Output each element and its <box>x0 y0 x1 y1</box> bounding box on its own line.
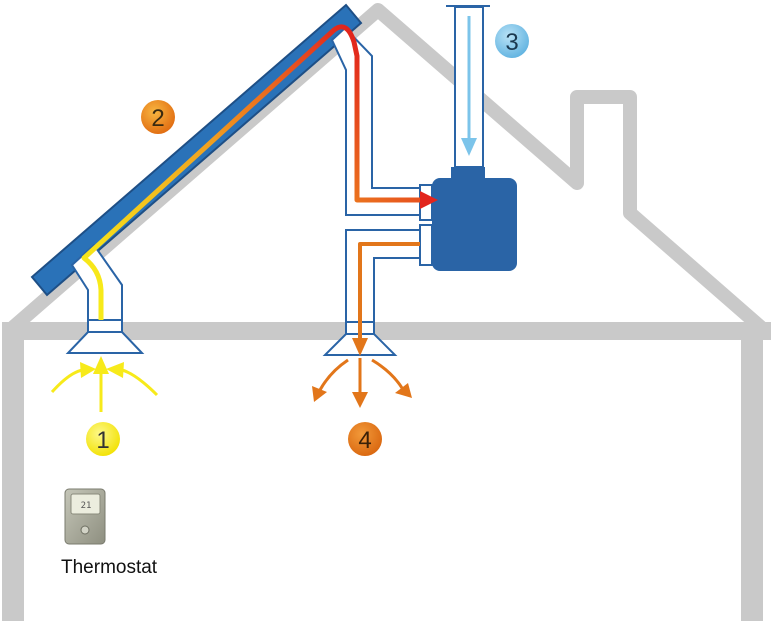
fresh-air-arrowhead <box>461 138 477 156</box>
roof-line <box>5 3 769 336</box>
heated-air-arrowhead <box>420 191 438 209</box>
intake-vent <box>65 331 145 354</box>
thermostat-screen <box>70 493 101 515</box>
panel-airflow-line <box>81 24 420 320</box>
house-outline <box>2 3 771 621</box>
intake-arrows <box>50 356 159 412</box>
fan-unit <box>419 167 517 271</box>
warm-air-arrowhead <box>352 338 368 356</box>
thermostat-button <box>80 525 90 535</box>
supply-ducts <box>322 26 421 356</box>
svg-text:4: 4 <box>358 427 371 454</box>
outlet-arrows <box>312 358 412 408</box>
thermostat-label: Thermostat <box>61 557 158 578</box>
warm-air-line <box>358 242 420 340</box>
step-badge-3: 3 <box>495 24 529 58</box>
step-badge-2: 2 <box>141 100 175 134</box>
step-badge-4: 4 <box>348 422 382 456</box>
svg-text:2: 2 <box>151 105 164 132</box>
thermostat-display: 21 <box>81 501 92 511</box>
thermostat-device: 21 <box>64 488 106 545</box>
step-badge-1: 1 <box>86 422 120 456</box>
svg-text:1: 1 <box>96 427 109 454</box>
svg-text:3: 3 <box>505 29 518 56</box>
intake-duct <box>65 243 145 354</box>
